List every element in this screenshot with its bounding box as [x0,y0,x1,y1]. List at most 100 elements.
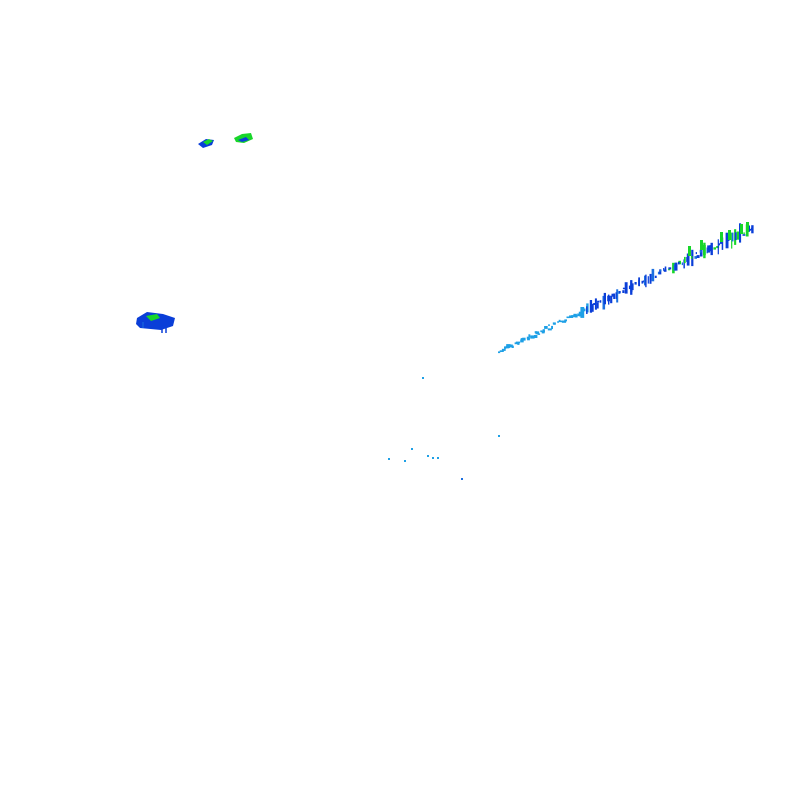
cluster-shape [136,312,175,330]
streak-point [663,268,665,271]
streak-point [528,334,531,338]
streak-point [719,240,723,244]
streak-point [726,236,728,248]
streak-point [616,289,619,303]
streak-point [603,292,606,305]
cluster-shape [238,137,249,142]
streak-point [499,350,504,352]
streak-point [527,337,530,341]
streak-point [582,309,584,313]
streak-point [571,315,576,317]
streak-point [608,294,610,305]
streak-point [718,243,721,246]
streak-point [610,295,613,304]
scatter-point [404,460,406,462]
streak-point [652,277,654,280]
streak-point [613,293,616,299]
streak-point [599,300,602,303]
streak-point [511,345,514,348]
streak-point [624,282,628,294]
streak-point [586,306,588,314]
streak-point [530,335,535,339]
streak-point [597,300,600,303]
streak-point [707,245,711,253]
scatter-point [422,377,424,379]
streak-point [743,232,745,235]
streak-point [746,222,749,232]
streak-point [659,269,662,272]
streak-point [534,335,538,338]
streak-point [678,261,680,265]
scatter-point [437,457,439,459]
streak-point [740,224,743,234]
streak-point [751,225,754,234]
streak-point [622,287,626,290]
streak-point [703,245,706,256]
streak-point [748,229,752,231]
streak-point [710,242,713,256]
streak-point [657,271,660,275]
scatter-point [388,458,390,460]
streak-point [742,234,746,236]
streak-point [750,227,753,231]
streak-point [561,320,567,323]
streak-point [641,280,644,284]
scattered-points [388,377,500,480]
streak-point [695,252,697,255]
streak-point [522,337,526,341]
streak-point [544,326,548,329]
streak-point [654,275,657,278]
scatter-point [461,478,463,480]
streak-point [547,328,552,331]
streak-point [520,339,524,343]
cluster-shape [146,314,160,321]
streak-point [501,348,506,351]
streak-point [717,239,719,255]
streak-point [537,333,541,335]
streak-point [700,240,703,250]
streak-point [672,262,675,274]
streak-point [630,280,633,295]
streak-point [622,290,625,293]
streak-point [594,298,597,310]
streak-point [699,250,702,253]
streak-point [558,319,561,323]
streak-point [580,307,585,318]
streak-point [564,319,566,322]
streak-point [668,267,672,270]
diagonal-streak [498,222,754,354]
streak-point [736,231,740,240]
streak-point [634,282,637,285]
streak-point [694,256,697,259]
streak-point [520,338,523,341]
streak-point [590,303,594,312]
scatter-point [427,455,429,457]
streak-point [686,253,690,266]
streak-point [651,268,655,282]
streak-point [517,342,520,345]
streak-point [535,331,540,335]
streak-point [728,230,731,240]
streak-point [504,346,507,349]
streak-point [696,255,700,258]
streak-point [583,308,586,312]
streak-point [681,262,683,266]
streak-point [649,273,652,284]
streak-point [664,266,667,271]
streak-point [684,256,686,264]
streak-point [731,232,734,242]
streak-point [619,291,621,294]
streak-point [699,249,703,257]
streak-point [615,292,617,299]
streak-point [683,259,685,269]
streak-point [574,315,578,318]
small-green-cluster-left [198,139,214,148]
small-green-cluster-right [234,133,253,143]
streak-point [688,246,691,256]
streak-point [596,302,599,309]
streak-point [644,275,646,286]
streak-point [611,293,614,297]
streak-point [507,344,510,349]
